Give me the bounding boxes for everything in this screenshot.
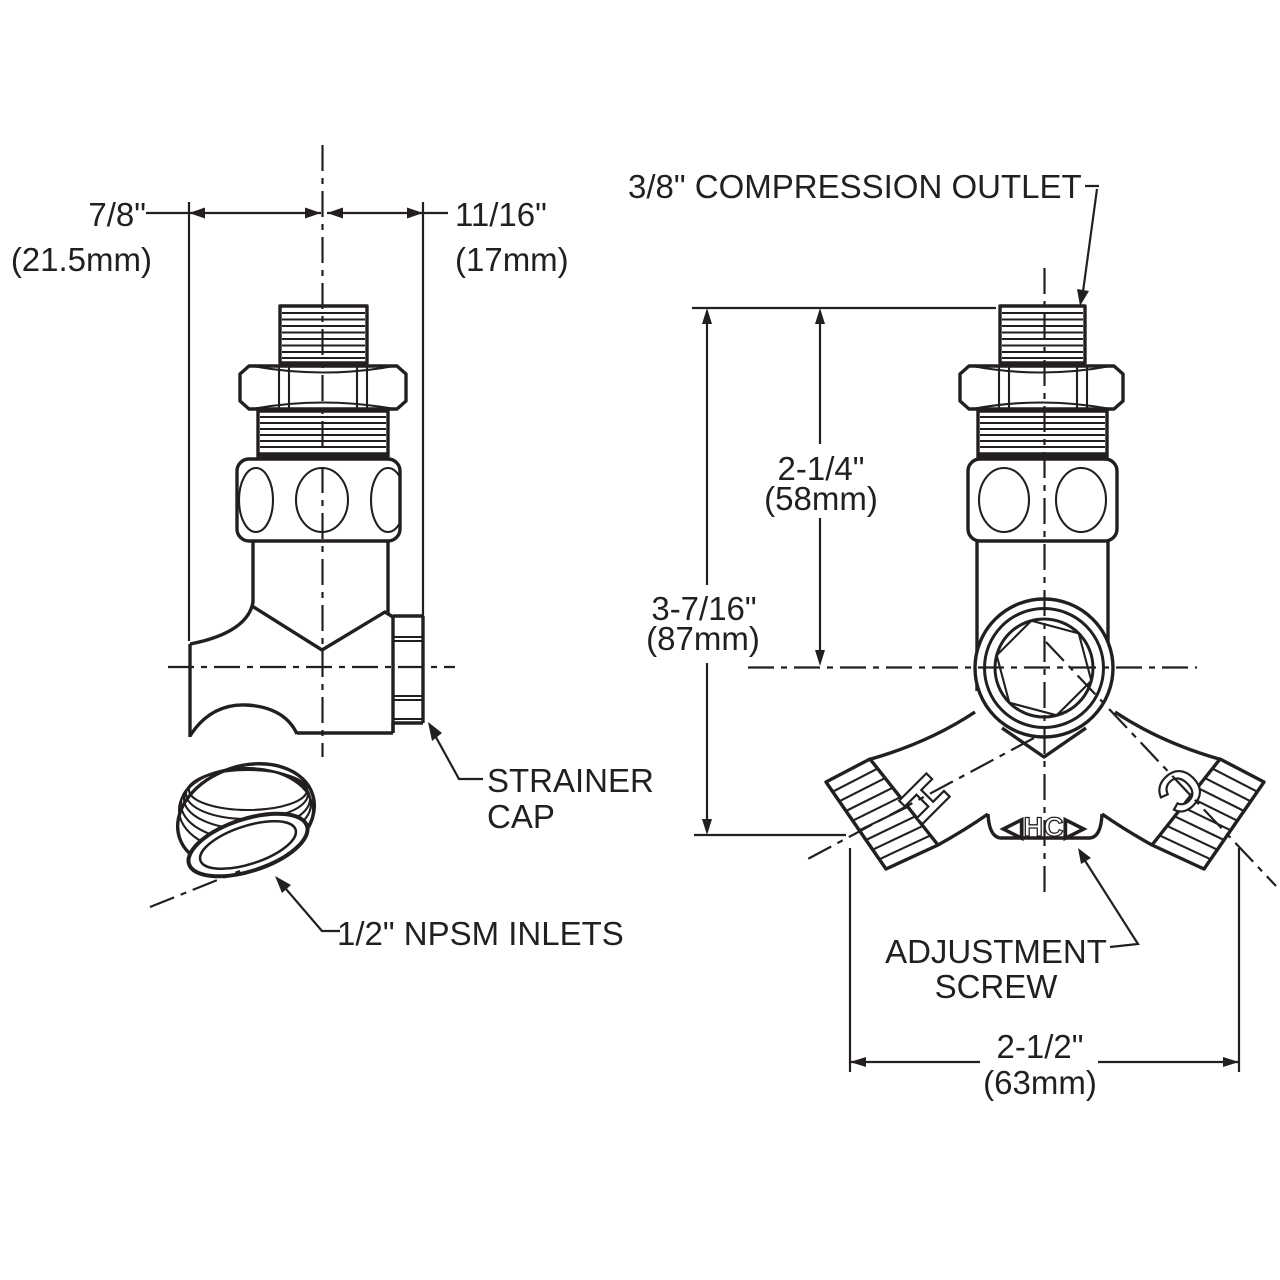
- strainer-cap: [391, 614, 425, 733]
- dim-arrow: [815, 650, 825, 666]
- dimension-overall-width: [848, 848, 1241, 1072]
- hex-nut-front: [958, 364, 1125, 411]
- outlet-leader: [1077, 184, 1099, 306]
- dim-upper-in: 2-1/4": [778, 450, 865, 487]
- dimension-heights: [692, 306, 996, 837]
- inlets-leader: [275, 876, 340, 933]
- leader-arrow: [275, 876, 291, 893]
- adjustment-label-line2: SCREW: [935, 968, 1059, 1005]
- centerlines-left: [149, 145, 455, 909]
- dim-arrow: [702, 819, 712, 835]
- union-threads-front: [976, 409, 1109, 461]
- dim-height-mm: (87mm): [646, 620, 760, 657]
- dim-arrow: [702, 308, 712, 324]
- left-view: 7/8" (21.5mm) 11/16" (17mm) STRAINER CAP…: [11, 145, 654, 952]
- dim-width-left-in: 7/8": [88, 196, 146, 233]
- dim-arrow: [1223, 1057, 1239, 1067]
- dim-width-right-mm: (17mm): [455, 241, 569, 278]
- right-view: H C ◁HC▷: [628, 168, 1277, 1101]
- dim-width-in: 2-1/2": [997, 1028, 1084, 1065]
- dim-arrow: [327, 207, 343, 219]
- inlet-boss: [175, 762, 317, 879]
- leader-arrow: [428, 722, 442, 741]
- adjustment-leader: [1078, 848, 1140, 949]
- lower-center-body: ◁HC▷: [986, 726, 1104, 843]
- dim-arrow: [189, 207, 205, 219]
- dim-arrow: [305, 207, 321, 219]
- dimension-top-widths: [146, 202, 448, 641]
- strainer-cap-leader: [428, 722, 483, 781]
- dim-arrow: [815, 308, 825, 324]
- hot-inlet-arm: H: [824, 710, 989, 871]
- cold-inlet-arm: C: [1101, 710, 1266, 871]
- outlet-stem-front: [998, 304, 1087, 365]
- outlet-label: 3/8" COMPRESSION OUTLET: [628, 168, 1082, 205]
- elbow-body: [188, 541, 395, 737]
- dim-width-left-mm: (21.5mm): [11, 241, 152, 278]
- valve-body-block: [235, 457, 402, 543]
- dim-arrow: [407, 207, 423, 219]
- dim-upper-mm: (58mm): [764, 480, 878, 517]
- adjustment-label-line1: ADJUSTMENT: [885, 933, 1107, 970]
- leader-arrow: [1077, 289, 1089, 306]
- strainer-cap-label-line2: CAP: [487, 798, 555, 835]
- dim-width-mm: (63mm): [983, 1064, 1097, 1101]
- hc-flow-marking: ◁HC▷: [1001, 812, 1087, 842]
- dim-width-right-in: 11/16": [455, 196, 547, 233]
- leader-arrow: [1078, 848, 1091, 864]
- centerlines-right: [748, 268, 1277, 893]
- inlets-label: 1/2" NPSM INLETS: [337, 915, 624, 952]
- dim-height-in: 3-7/16": [651, 590, 756, 627]
- dim-arrow: [850, 1057, 866, 1067]
- strainer-cap-label-line1: STRAINER: [487, 762, 654, 799]
